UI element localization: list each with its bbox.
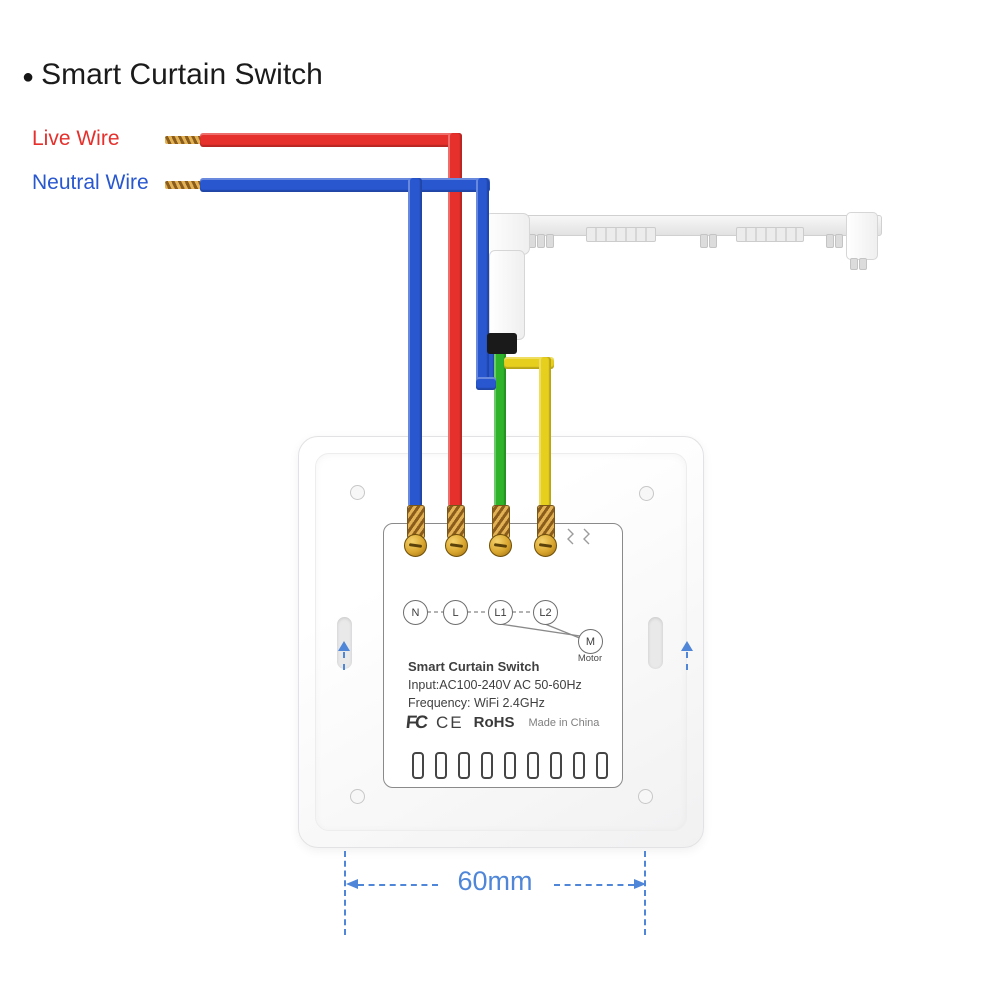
rohs-mark: RoHS	[473, 714, 515, 731]
neutral-wire-horizontal	[200, 178, 490, 192]
mounting-hole-marker-left	[343, 652, 345, 670]
fcc-mark-icon: FC	[405, 712, 428, 732]
mounting-slot-right	[648, 617, 663, 669]
track-roller	[537, 234, 545, 248]
ce-mark-icon: CE	[436, 712, 464, 732]
plate-screw-icon	[350, 485, 365, 500]
terminal-screw-l2	[534, 534, 557, 557]
live-wire-horizontal	[200, 133, 462, 147]
motor-caption: Motor	[577, 653, 603, 664]
made-in-label: Made in China	[528, 716, 600, 729]
vent-slot	[550, 752, 562, 779]
motor-symbol-circle: M	[578, 629, 603, 654]
plate-screw-icon	[639, 486, 654, 501]
curtain-motor-body	[489, 250, 525, 340]
dimension-width-label: 60mm	[457, 866, 533, 896]
track-roller	[709, 234, 717, 248]
vent-slot	[527, 752, 539, 779]
motor-cable-connector	[487, 333, 517, 354]
neutral-wire-elbow	[476, 377, 496, 390]
neutral-wire-vertical-to-motor	[476, 178, 489, 390]
track-roller	[850, 258, 858, 270]
dimension-line-right	[554, 884, 634, 886]
dimension-line-left	[358, 884, 438, 886]
track-end-cap	[846, 212, 878, 260]
dimension-extension-left	[344, 851, 346, 935]
module-product-name: Smart Curtain Switch	[408, 659, 540, 674]
curtain-motor-head	[484, 213, 530, 255]
mounting-hole-arrow-left-icon	[338, 641, 350, 651]
vent-slot	[481, 752, 493, 779]
terminal-screw-n	[404, 534, 427, 557]
neutral-wire-bare-end	[165, 181, 203, 189]
track-bracket	[736, 227, 804, 242]
module-schematic-lines	[427, 528, 590, 640]
terminal-screw-l	[445, 534, 468, 557]
live-wire-vertical	[448, 133, 462, 507]
module-frequency-spec: Frequency: WiFi 2.4GHz	[408, 696, 545, 710]
terminal-label-l1: L1	[488, 600, 513, 625]
mounting-hole-arrow-right-icon	[681, 641, 693, 651]
plate-screw-icon	[350, 789, 365, 804]
neutral-wire-label: Neutral Wire	[32, 171, 149, 194]
motor-open-wire-green	[494, 348, 506, 507]
live-wire-label: Live Wire	[32, 127, 120, 150]
dimension-arrow-left-icon	[346, 879, 358, 889]
switch-module	[383, 523, 623, 788]
dimension-extension-right	[644, 851, 646, 935]
live-wire-bare-end	[165, 136, 203, 144]
neutral-wire-vertical-to-switch	[408, 178, 422, 507]
terminal-label-l2: L2	[533, 600, 558, 625]
track-roller	[700, 234, 708, 248]
track-bracket	[586, 227, 656, 242]
track-roller	[546, 234, 554, 248]
terminal-label-l: L	[443, 600, 468, 625]
vent-slot	[573, 752, 585, 779]
vent-slot	[412, 752, 424, 779]
plate-screw-icon	[638, 789, 653, 804]
terminal-screw-l1	[489, 534, 512, 557]
vent-grid	[412, 752, 608, 779]
curtain-track-rail	[498, 215, 882, 236]
page-title: ● Smart Curtain Switch	[22, 58, 323, 92]
vent-slot	[435, 752, 447, 779]
terminal-label-n: N	[403, 600, 428, 625]
vent-slot	[458, 752, 470, 779]
motor-close-wire-yellow	[539, 357, 551, 507]
dimension-arrow-right-icon	[634, 879, 646, 889]
track-roller	[859, 258, 867, 270]
certification-row: FC CE RoHS Made in China	[405, 712, 600, 733]
title-bullet: ●	[22, 66, 35, 88]
page-title-text: Smart Curtain Switch	[41, 58, 323, 91]
vent-slot	[504, 752, 516, 779]
track-roller	[826, 234, 834, 248]
mounting-hole-marker-right	[686, 652, 688, 670]
track-roller	[835, 234, 843, 248]
vent-slot	[596, 752, 608, 779]
module-input-spec: Input:AC100-240V AC 50-60Hz	[408, 678, 582, 692]
